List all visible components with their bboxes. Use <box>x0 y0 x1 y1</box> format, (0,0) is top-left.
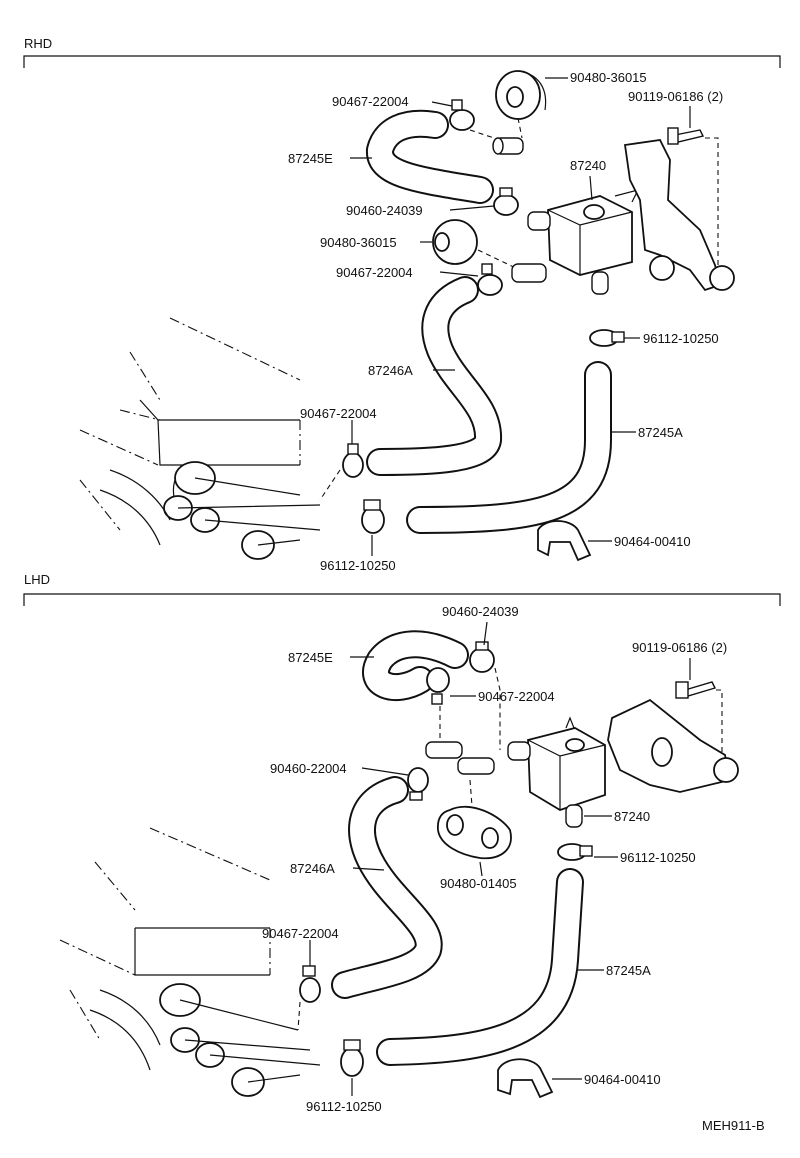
rhd-label-clip-left: 90467-22004 <box>300 406 377 421</box>
lhd-label-clamp-22: 90460-22004 <box>270 761 347 776</box>
rhd-clamp-right <box>589 329 625 347</box>
rhd-section-bracket <box>23 55 781 68</box>
rhd-label-grommet-mid: 90480-36015 <box>320 235 397 250</box>
lhd-holder <box>497 1058 554 1099</box>
lhd-hose-87246a <box>331 776 443 999</box>
rhd-clip-mid <box>477 263 503 296</box>
lhd-label-clip-left: 90467-22004 <box>262 926 339 941</box>
lhd-label-hose-246a: 87246A <box>290 861 335 876</box>
lhd-bracket <box>607 698 739 793</box>
rhd-grommet-mid <box>432 219 478 265</box>
rhd-label-bolt: 90119-06186 (2) <box>628 89 723 104</box>
rhd-fitting-top <box>492 137 524 155</box>
rhd-label-clamp-bottom: 96112-10250 <box>320 558 396 573</box>
lhd-bolt-icon <box>675 681 716 699</box>
rhd-label-clamp-39: 90460-24039 <box>346 203 423 218</box>
rhd-label-hose-246a: 87246A <box>368 363 413 378</box>
rhd-label-clip-mid: 90467-22004 <box>336 265 413 280</box>
lhd-hose-87245e <box>362 630 469 701</box>
rhd-bolt-icon <box>667 127 705 145</box>
rhd-label-holder: 90464-00410 <box>614 534 691 549</box>
lhd-water-valve <box>507 716 606 828</box>
lhd-clip-top <box>426 667 450 705</box>
lhd-label-hose-245a: 87245A <box>606 963 651 978</box>
lhd-grommet-double <box>437 805 512 860</box>
lhd-label-clamp-bottom: 96112-10250 <box>306 1099 382 1114</box>
lhd-clamp-22004 <box>407 767 429 801</box>
lhd-label-grommet: 90480-01405 <box>440 876 517 891</box>
rhd-holder <box>537 520 592 562</box>
lhd-label-bolt: 90119-06186 (2) <box>632 640 727 655</box>
lhd-fitting-left <box>425 741 463 759</box>
lhd-label-clamp-39: 90460-24039 <box>442 604 519 619</box>
rhd-section-title: RHD <box>24 36 52 51</box>
lhd-clamp-24039 <box>469 641 495 673</box>
rhd-hose-87245e <box>366 109 494 204</box>
lhd-label-holder: 90464-00410 <box>584 1072 661 1087</box>
rhd-hose-87245a <box>406 361 612 534</box>
lhd-section-title: LHD <box>24 572 50 587</box>
lhd-heater-unit <box>59 827 321 1097</box>
rhd-label-grommet-top: 90480-36015 <box>570 70 647 85</box>
lhd-label-clip-top: 90467-22004 <box>478 689 555 704</box>
rhd-clamp-24039 <box>493 187 519 216</box>
lhd-clip-left <box>299 965 321 1003</box>
rhd-hose-87246a <box>366 276 502 476</box>
rhd-clamp-bottom <box>361 499 385 534</box>
lhd-hose-87245a <box>376 868 584 1066</box>
rhd-label-hose-e: 87245E <box>288 151 333 166</box>
lhd-section-bracket <box>23 593 781 606</box>
rhd-clip-left <box>342 443 364 478</box>
lhd-label-hose-e: 87245E <box>288 650 333 665</box>
rhd-heater-unit <box>79 317 321 560</box>
rhd-grommet-top <box>495 70 547 120</box>
diagram-code: MEH911-B <box>702 1118 765 1133</box>
lhd-label-clamp-right: 96112-10250 <box>620 850 696 865</box>
rhd-fitting-mid <box>511 263 547 283</box>
lhd-clamp-bottom <box>340 1039 364 1077</box>
lhd-label-valve: 87240 <box>614 809 650 824</box>
rhd-label-valve: 87240 <box>570 158 606 173</box>
rhd-bracket <box>623 139 735 292</box>
rhd-water-valve <box>527 189 640 295</box>
lhd-fitting-right <box>457 757 495 775</box>
lhd-clamp-right <box>557 843 593 861</box>
rhd-label-clamp-right: 96112-10250 <box>643 331 719 346</box>
rhd-label-hose-245a: 87245A <box>638 425 683 440</box>
rhd-clip-top <box>449 99 475 131</box>
rhd-label-clip-top: 90467-22004 <box>332 94 409 109</box>
